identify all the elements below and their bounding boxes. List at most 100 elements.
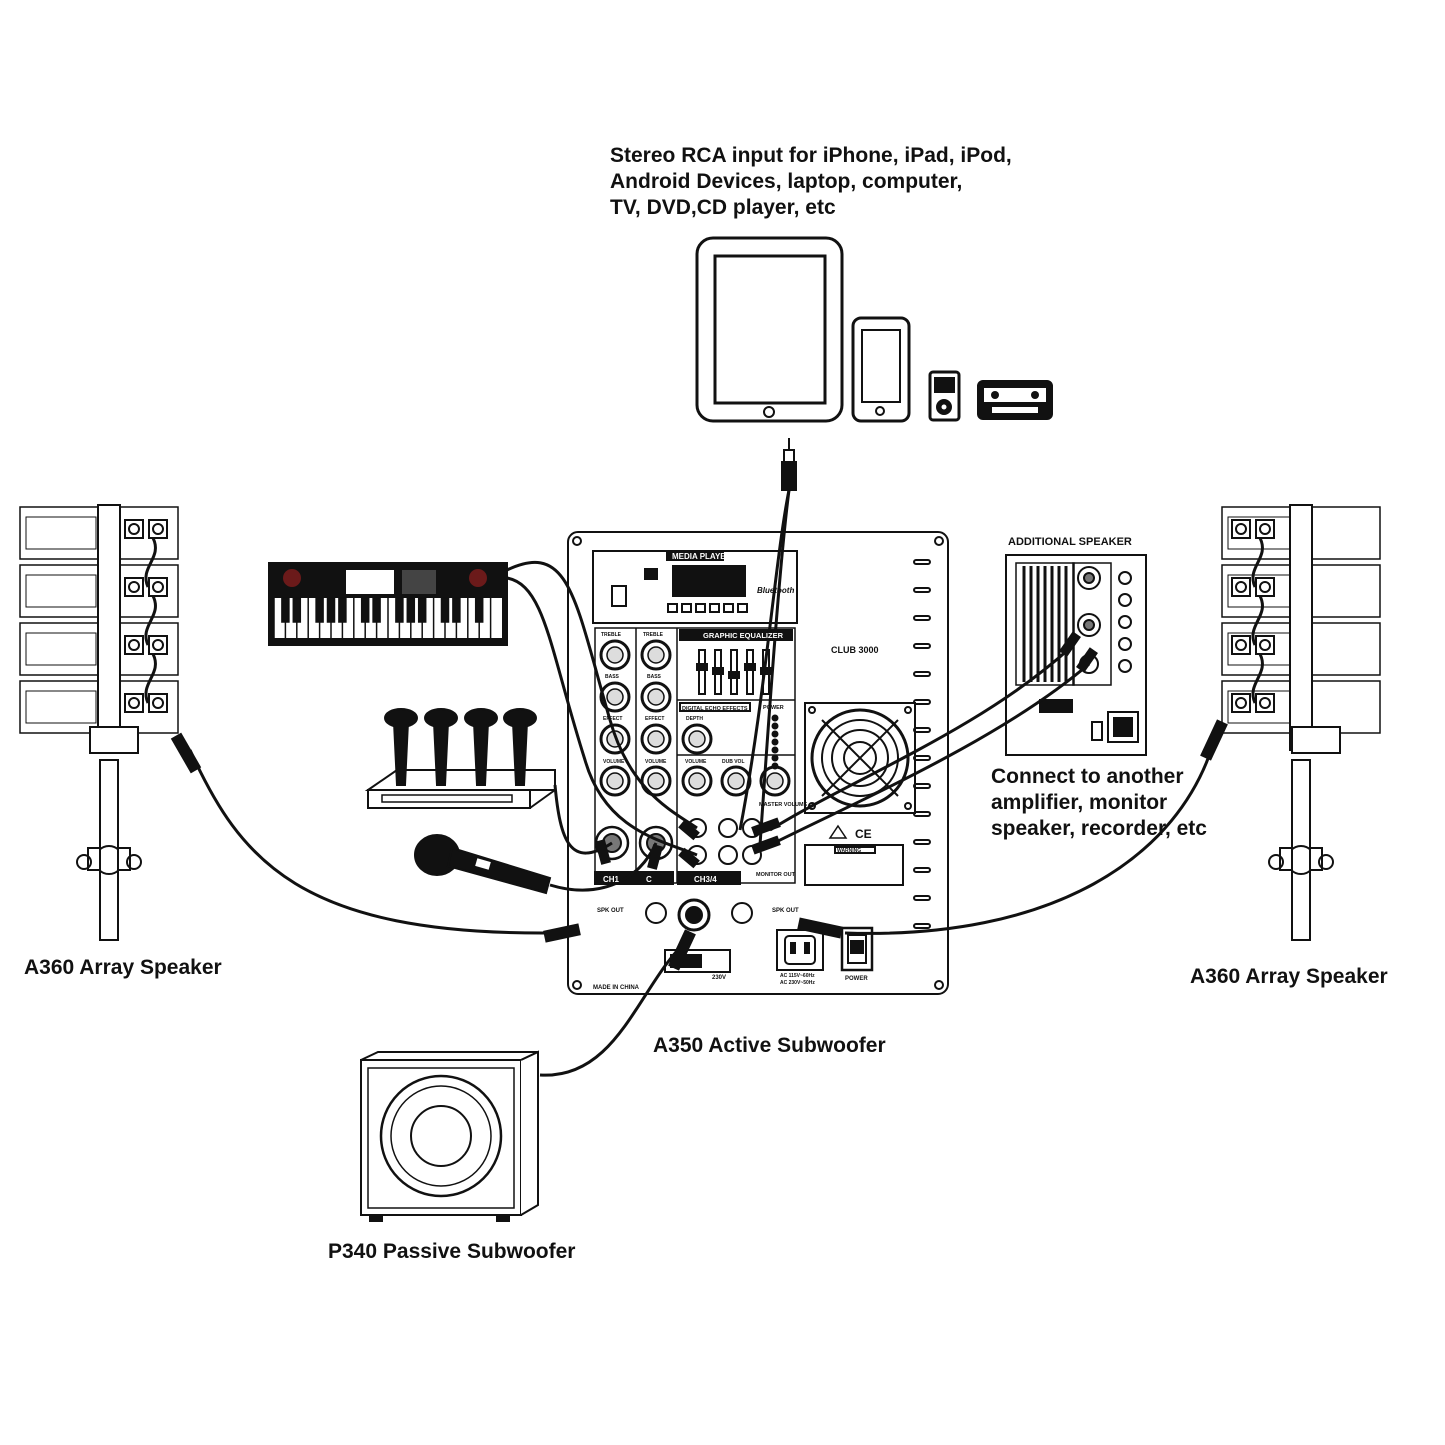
digital-echo-text: DIGITAL ECHO EFFECTS [682, 706, 748, 712]
jumper-cable [144, 537, 157, 588]
effect-1-text: EFFECT [603, 716, 622, 722]
passive-subwoofer-icon [360, 1050, 539, 1222]
speakon-jack [124, 519, 144, 539]
connect-caption-line2: amplifier, monitor [991, 791, 1168, 814]
jumper-cable [144, 595, 157, 646]
vent-slot [913, 587, 931, 593]
fan-icon [804, 702, 916, 814]
knob [599, 723, 631, 755]
wireless-mic-icon [384, 708, 418, 786]
warning-text: WARNING [837, 848, 861, 854]
treble-1-text: TREBLE [601, 632, 622, 638]
knob [599, 765, 631, 797]
made-in-text: MADE IN CHINA [593, 985, 640, 991]
spk-out-right-text: SPK OUT [772, 908, 799, 914]
led-indicator [771, 738, 779, 746]
speakon-jack [124, 693, 144, 713]
vent-slot [913, 643, 931, 649]
black-key [440, 597, 450, 623]
knob [640, 681, 672, 713]
wireless-mic-icon [424, 708, 458, 786]
knob [599, 639, 631, 671]
effect-2-text: EFFECT [645, 716, 664, 722]
speakon-jack [1255, 635, 1275, 655]
led-indicator [771, 762, 779, 770]
phone-icon [851, 316, 911, 423]
jumper-cable [1251, 537, 1264, 588]
speakon-jack [124, 577, 144, 597]
vent-slot [913, 811, 931, 817]
speakon-jack [148, 519, 168, 539]
stand-pole [1291, 759, 1311, 941]
depth-text: DEPTH [686, 716, 703, 722]
tablet-icon [695, 236, 844, 423]
black-key [360, 597, 370, 623]
black-key [338, 597, 347, 623]
media-button [709, 603, 720, 613]
sources-caption-line1: Stereo RCA input for iPhone, iPad, iPod, [610, 144, 1012, 167]
speakon-jack [1231, 577, 1251, 597]
speakon-jack [1255, 519, 1275, 539]
model-text: CLUB 3000 [831, 645, 879, 655]
sources-caption-line3: TV, DVD,CD player, etc [610, 196, 836, 219]
wireless-mic-set-icon [364, 769, 556, 809]
ce-text: CE [855, 827, 872, 841]
ch2-text: C [646, 875, 652, 884]
black-key [372, 597, 381, 623]
black-key [395, 597, 404, 623]
bass-1-text: BASS [605, 674, 620, 680]
left-array-speaker [19, 504, 179, 941]
passive-sub-label: P340 Passive Subwoofer [328, 1240, 576, 1263]
active-sub-label: A350 Active Subwoofer [653, 1034, 886, 1057]
bluetooth-text: Bluetooth [757, 586, 794, 595]
media-button [723, 603, 734, 613]
black-key [417, 597, 427, 623]
spk-out-left-text: SPK OUT [597, 908, 624, 914]
media-button [667, 603, 678, 613]
ac-line1-text: AC 115V~60Hz [780, 973, 815, 979]
black-key [315, 597, 324, 623]
jumper-cable [144, 653, 157, 704]
media-player-text: MEDIA PLAYER [672, 552, 732, 561]
right-array-label: A360 Array Speaker [1190, 965, 1388, 988]
cassette-icon [977, 380, 1053, 420]
power-text: POWER [845, 976, 868, 982]
knob [1118, 637, 1132, 651]
knob [1118, 659, 1132, 673]
treble-2-text: TREBLE [643, 632, 664, 638]
vent-slot [913, 839, 931, 845]
led-indicator [771, 714, 779, 722]
cables [188, 489, 1217, 1077]
ipod-icon [928, 370, 961, 422]
knob [1118, 593, 1132, 607]
speakon-jack [1255, 693, 1275, 713]
aux-plug-icon [781, 438, 797, 491]
ac-line2-text: AC 230V~50Hz [780, 980, 815, 986]
speakon-jack [1255, 577, 1275, 597]
led-indicator [771, 754, 779, 762]
monitor-out-text: MONITOR OUT [756, 872, 796, 878]
jumper-cable [1251, 653, 1264, 704]
rigging-bar [97, 504, 121, 751]
led-indicator [771, 722, 779, 730]
media-button [737, 603, 748, 613]
eq-slider [698, 649, 706, 695]
knob [1118, 571, 1132, 585]
vent-slot [913, 895, 931, 901]
speakon-jack [1231, 635, 1251, 655]
keyboard-icon [268, 562, 508, 646]
knob [640, 765, 672, 797]
sources-caption-line2: Android Devices, laptop, computer, [610, 170, 963, 193]
vent-slot [913, 671, 931, 677]
bass-2-text: BASS [647, 674, 662, 680]
knob [640, 639, 672, 671]
speakon-jack [1231, 693, 1251, 713]
vent-slot [913, 923, 931, 929]
panel-texts: MEDIA PLAYER Bluetooth GRAPHIC EQUALIZER… [593, 536, 1132, 991]
vent-slot [913, 783, 931, 789]
knob [640, 723, 672, 755]
volume-2-text: VOLUME [645, 759, 667, 765]
stand-pole [99, 759, 119, 941]
